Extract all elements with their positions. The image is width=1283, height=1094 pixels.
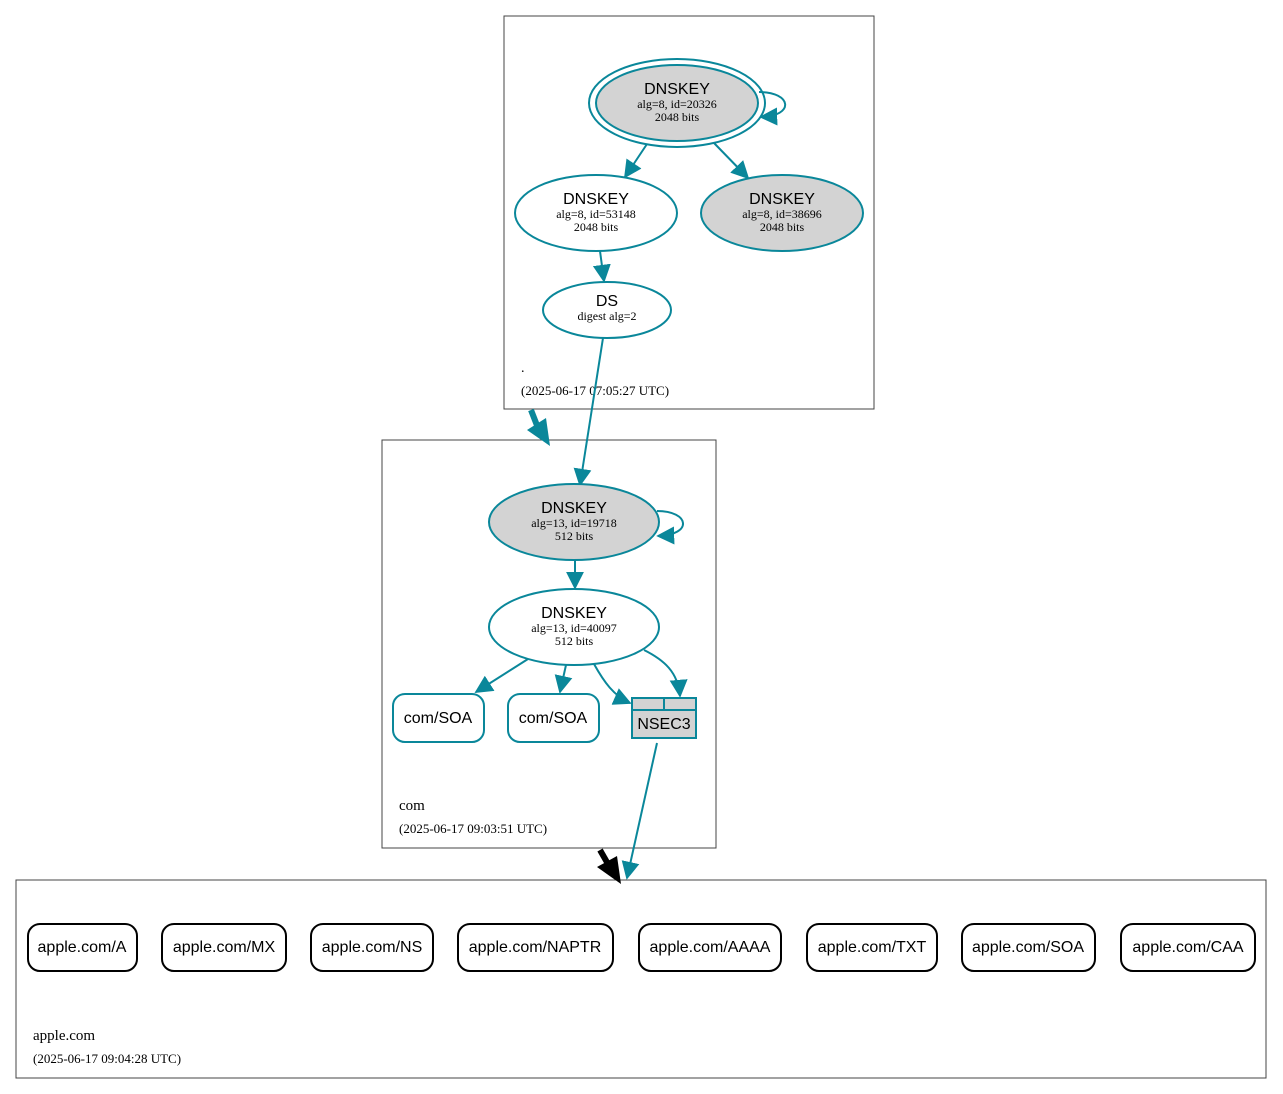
com-soa-label-1: com/SOA [404,710,473,727]
com-dnskey-ksk-node[interactable]: DNSKEY alg=13, id=19718 512 bits [488,483,660,561]
apple-record-NS[interactable]: apple.com/NS [310,923,434,972]
apple-record-label: apple.com/SOA [972,939,1084,956]
apple-record-label: apple.com/NS [322,939,423,956]
com-soa-node-2[interactable]: com/SOA [507,693,600,743]
root-dnskey-k2-title: DNSKEY [749,191,815,208]
zone-com-name: com [399,798,425,814]
com-dnskey-zsk-alg: alg=13, id=40097 [531,621,617,635]
zone-root-box [503,15,875,410]
root-dnskey-zsk-title: DNSKEY [563,191,629,208]
zone-com-timestamp: (2025-06-17 09:03:51 UTC) [399,821,547,836]
root-dnskey-ksk-alg: alg=8, id=20326 [637,97,717,111]
apple-record-label: apple.com/A [38,939,127,956]
com-nsec3-node[interactable]: NSEC3 [631,697,697,739]
apple-record-TXT[interactable]: apple.com/TXT [806,923,938,972]
delegation-com-to-apple-head [597,856,621,884]
edge-root-ksk-self [758,91,787,126]
apple-record-label: apple.com/AAAA [650,939,771,956]
delegation-com-to-apple [597,848,611,866]
edge-com-ksk-self [656,510,684,545]
zone-apple-timestamp: (2025-06-17 09:04:28 UTC) [33,1051,181,1066]
zone-root-name: . [521,361,525,376]
com-nsec3-label: NSEC3 [637,716,690,733]
edge-com-zsk-to-soa1 [474,658,529,693]
apple-record-A[interactable]: apple.com/A [27,923,138,972]
delegation-root-to-com-head [527,418,550,446]
com-dnskey-zsk-node[interactable]: DNSKEY alg=13, id=40097 512 bits [488,588,660,666]
apple-record-AAAA[interactable]: apple.com/AAAA [638,923,782,972]
com-dnskey-ksk-alg: alg=13, id=19718 [531,516,617,530]
root-dnskey-ksk-bits: 2048 bits [655,110,700,124]
apple-record-label: apple.com/TXT [818,939,927,956]
root-ds-digest: digest alg=2 [577,309,636,323]
root-dnskey-k2-bits: 2048 bits [760,220,805,234]
root-ds-node[interactable]: DS digest alg=2 [542,281,672,339]
root-dnskey-k2-alg: alg=8, id=38696 [742,207,822,221]
zone-apple-box [15,879,1267,1079]
com-dnskey-ksk-title: DNSKEY [541,500,607,517]
zone-apple-name: apple.com [33,1028,95,1044]
edge-com-zsk-to-soa2 [554,664,573,694]
com-soa-label-2: com/SOA [519,710,588,727]
edge-root-ksk-to-zsk [624,143,648,179]
apple-record-NAPTR[interactable]: apple.com/NAPTR [457,923,614,972]
edge-com-zsk-to-nsec3-a [593,663,632,705]
root-ds-title: DS [596,293,618,310]
root-dnskey-zsk-alg: alg=8, id=53148 [556,207,636,221]
apple-record-MX[interactable]: apple.com/MX [161,923,287,972]
apple-record-CAA[interactable]: apple.com/CAA [1120,923,1256,972]
com-dnskey-zsk-bits: 512 bits [555,634,594,648]
root-dnskey-k2-node[interactable]: DNSKEY alg=8, id=38696 2048 bits [700,174,864,252]
apple-record-label: apple.com/NAPTR [469,939,602,956]
apple-record-SOA[interactable]: apple.com/SOA [961,923,1096,972]
root-dnskey-zsk-node[interactable]: DNSKEY alg=8, id=53148 2048 bits [514,174,678,252]
com-dnskey-ksk-bits: 512 bits [555,529,594,543]
apple-record-label: apple.com/MX [173,939,276,956]
edge-ds-to-com-ksk [573,337,604,487]
root-dnskey-zsk-bits: 2048 bits [574,220,619,234]
com-dnskey-zsk-title: DNSKEY [541,605,607,622]
apple-record-label: apple.com/CAA [1132,939,1243,956]
edge-nsec3-to-apple [621,742,658,880]
root-dnskey-ksk-title: DNSKEY [644,81,710,98]
com-soa-node-1[interactable]: com/SOA [392,693,485,743]
edge-com-zsk-to-nsec3-b [643,649,688,698]
root-dnskey-ksk-node[interactable]: DNSKEY alg=8, id=20326 2048 bits [588,58,766,148]
edge-root-zsk-to-ds [592,250,611,283]
edge-root-ksk-to-k2 [713,142,750,180]
